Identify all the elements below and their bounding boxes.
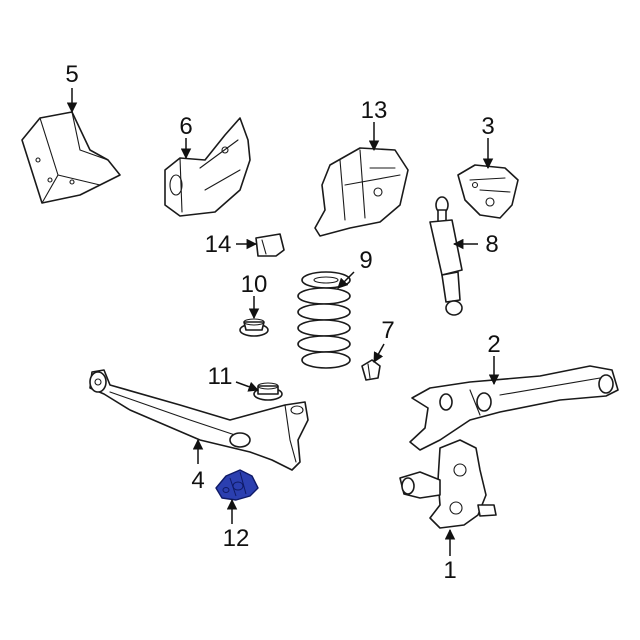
callout-6: 6	[179, 113, 192, 140]
part-14-bump-stop[interactable]	[255, 233, 285, 257]
callout-9: 9	[359, 247, 372, 274]
part-12-pivot-bracket[interactable]	[215, 469, 259, 501]
leader-7	[373, 343, 385, 363]
leader-lines	[66, 88, 500, 556]
callout-7: 7	[381, 317, 394, 344]
callout-8: 8	[485, 231, 498, 258]
callout-10: 10	[241, 271, 268, 298]
part-8-shock-absorber[interactable]	[429, 196, 463, 316]
part-3-bracket[interactable]	[457, 164, 519, 219]
callout-13: 13	[361, 97, 388, 124]
part-2-axle-beam[interactable]	[409, 365, 619, 451]
callout-14: 14	[205, 231, 232, 258]
callout-5: 5	[65, 61, 78, 88]
callout-12: 12	[223, 525, 250, 552]
part-11-spring-seat[interactable]	[253, 382, 283, 401]
callout-2: 2	[487, 331, 500, 358]
part-5-bracket[interactable]	[21, 111, 121, 204]
part-1-steering-knuckle[interactable]	[399, 439, 497, 529]
callout-4: 4	[191, 467, 204, 494]
leader-9	[337, 271, 355, 289]
part-4-axle-beam[interactable]	[89, 369, 309, 471]
leader-11	[235, 381, 259, 392]
part-7-bump-stop[interactable]	[361, 359, 381, 381]
part-13-bracket[interactable]	[314, 147, 409, 237]
callout-1: 1	[443, 557, 456, 584]
part-9-coil-spring[interactable]	[297, 271, 351, 369]
callout-11: 11	[208, 363, 233, 390]
part-10-insulator[interactable]	[239, 318, 269, 337]
callout-3: 3	[481, 113, 494, 140]
part-6-bracket[interactable]	[164, 117, 251, 217]
callout-labels: 5 6 13 3 8 14 9 10 7 11 2 4 12 1	[65, 61, 500, 584]
